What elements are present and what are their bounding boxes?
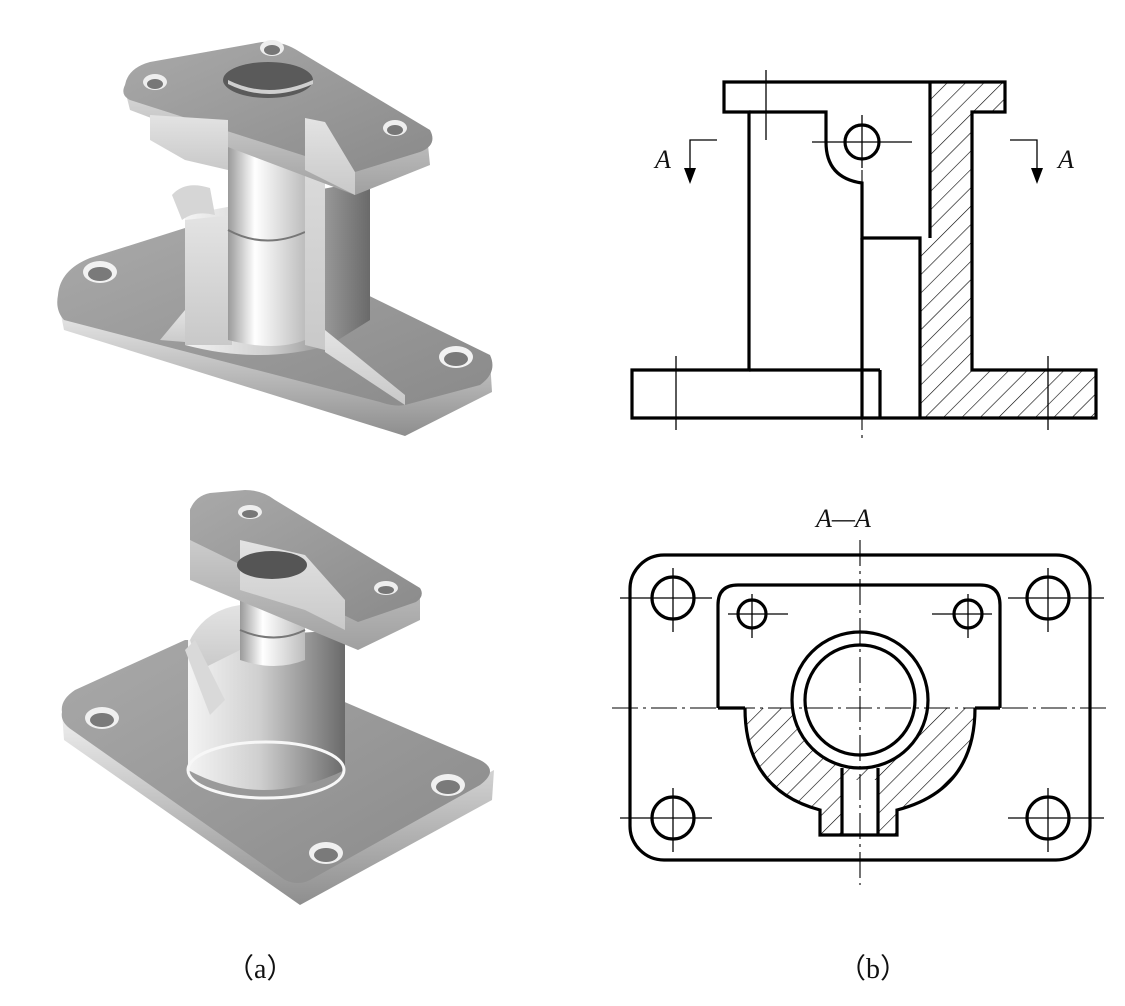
- caption-a: （a）: [226, 953, 294, 985]
- section-hatch-front: [920, 82, 1096, 418]
- corner-hole-tr: [1008, 568, 1104, 632]
- flange-hole-right: [932, 594, 992, 638]
- corner-hole-br: [1008, 788, 1104, 852]
- isometric-section-view-bottom: [61, 490, 494, 905]
- section-arrow-left: [689, 139, 717, 172]
- front-view-outline: [630, 80, 1098, 420]
- top-flange-edge-2: [190, 508, 420, 650]
- section-arrow-right: [1010, 139, 1038, 172]
- isometric-section-view-top: [57, 40, 493, 436]
- section-title: A—A: [814, 504, 871, 533]
- corner-hole-tl: [620, 568, 712, 632]
- front-view-half-section: A A: [630, 70, 1098, 438]
- side-port: [172, 185, 215, 220]
- corner-hole-bl: [620, 788, 712, 852]
- cylinder-body-2: [188, 630, 345, 790]
- top-flange-top-2: [190, 490, 422, 622]
- caption-b: （b）: [838, 953, 908, 985]
- section-view-a-a: A—A: [612, 504, 1108, 885]
- section-letter-right: A: [1056, 145, 1074, 174]
- flange-hole-left: [728, 594, 788, 638]
- side-port-2: [185, 640, 225, 715]
- top-flange-top: [123, 41, 433, 172]
- base-plate-edge-2: [62, 712, 494, 905]
- section-letter-left: A: [653, 145, 671, 174]
- cylinder-cut-left: [185, 215, 232, 345]
